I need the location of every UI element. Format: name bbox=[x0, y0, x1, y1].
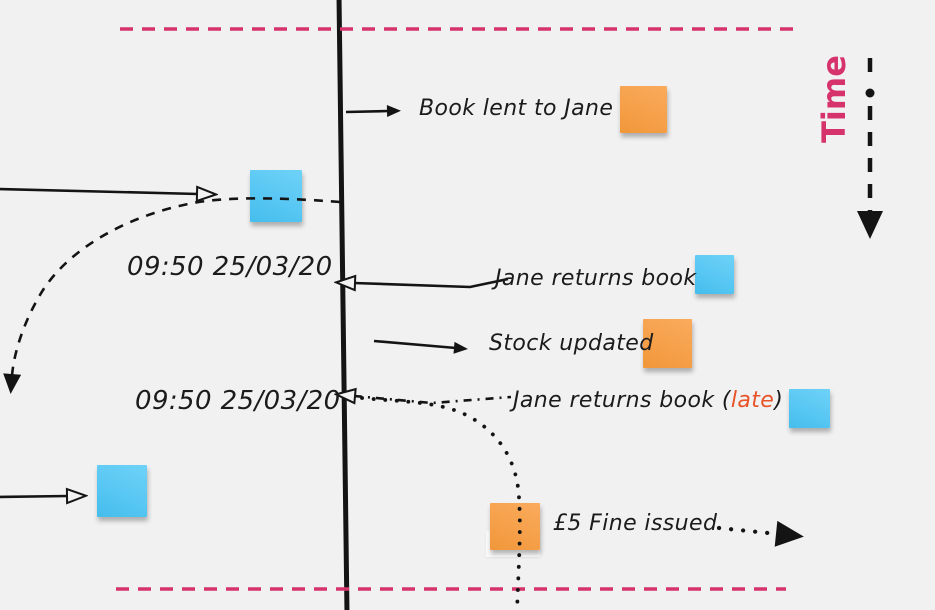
sticky-note-blue-jane-returns-late[interactable] bbox=[789, 389, 830, 428]
timeline-line[interactable] bbox=[336, 0, 350, 610]
event-label-stock-updated[interactable]: Stock updated bbox=[489, 331, 654, 356]
late-label-prefix: Jane returns book bbox=[513, 388, 722, 413]
connector-fine-issued-arrow[interactable] bbox=[716, 520, 804, 547]
late-paren-open: ( bbox=[721, 388, 731, 413]
connector-external-in-bottom[interactable] bbox=[0, 496, 68, 497]
event-label-jane-returns[interactable]: Jane returns book bbox=[495, 266, 697, 291]
connector-jane-returns-late[interactable] bbox=[354, 396, 512, 403]
time-axis-label[interactable]: Time bbox=[815, 55, 853, 143]
connector-book-lent[interactable] bbox=[345, 105, 401, 118]
event-label-jane-returns-late[interactable]: Jane returns book (late) bbox=[513, 388, 783, 413]
sticky-note-blue-jane-returns[interactable] bbox=[695, 255, 734, 294]
timestamp-first[interactable]: 09:50 25/03/20 bbox=[127, 252, 333, 282]
late-word: late bbox=[730, 388, 775, 413]
connector-stock-updated[interactable] bbox=[373, 339, 468, 354]
event-label-book-lent[interactable]: Book lent to Jane bbox=[419, 96, 614, 121]
event-label-fine-issued[interactable]: £5 Fine issued bbox=[553, 511, 718, 536]
timestamp-second[interactable]: 09:50 25/03/20 bbox=[135, 386, 341, 416]
connector-fine-flow[interactable] bbox=[360, 396, 522, 610]
connector-jane-returns[interactable] bbox=[354, 279, 509, 287]
sticky-note-blue-top-left[interactable] bbox=[250, 170, 302, 222]
sticky-note-orange-stock-updated[interactable] bbox=[643, 319, 692, 368]
time-direction-arrow[interactable] bbox=[857, 58, 883, 239]
time-arrow-dot bbox=[865, 88, 875, 98]
sticky-note-orange-fine[interactable] bbox=[490, 503, 540, 550]
sticky-note-orange-book-lent[interactable] bbox=[620, 86, 667, 133]
connector-external-in-top[interactable] bbox=[0, 189, 198, 194]
sticky-note-blue-bottom-left[interactable] bbox=[97, 465, 147, 517]
connector-external-curve[interactable] bbox=[3, 197, 341, 394]
late-paren-close: ) bbox=[774, 388, 784, 413]
